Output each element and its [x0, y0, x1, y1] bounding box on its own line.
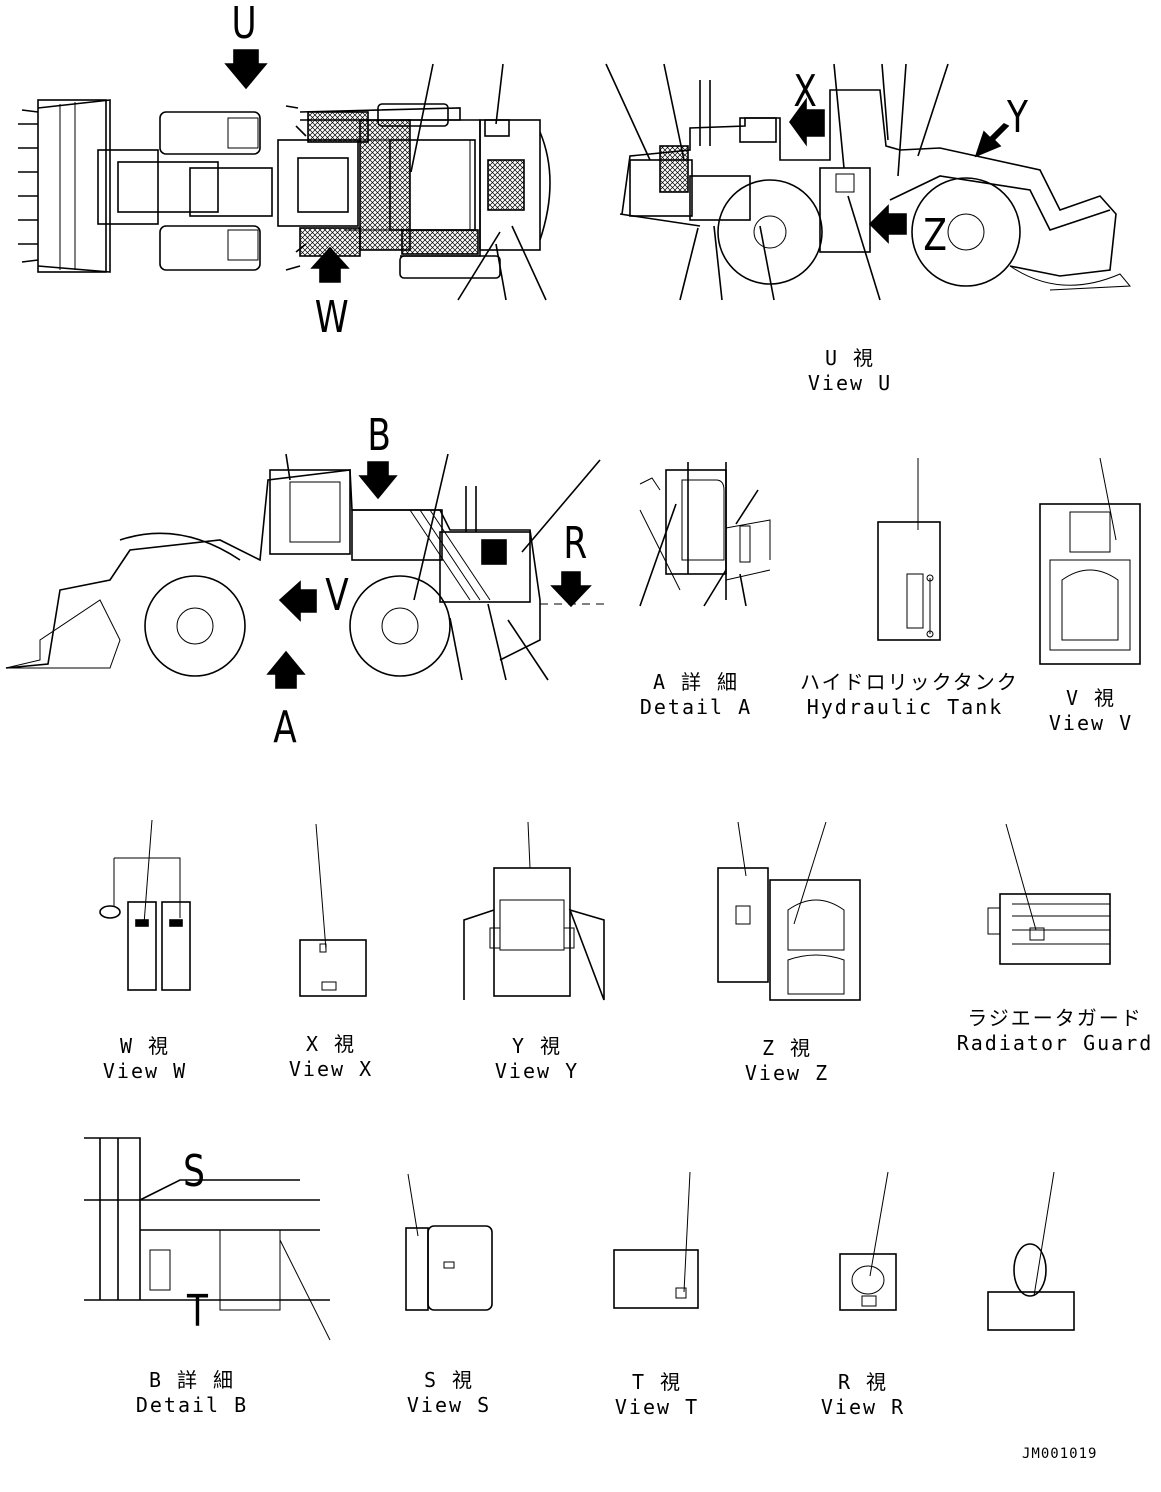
detail-b-drawing	[84, 1137, 331, 1341]
view-r-drawing	[839, 1171, 897, 1311]
view-letter-y: Y	[1006, 92, 1028, 143]
caption-radiator-guard-en: Radiator Guard	[956, 1031, 1154, 1055]
caption-view-t: T 視 View T	[592, 1370, 722, 1420]
view-w-drawing	[99, 819, 191, 991]
caption-detail-a-jp: A 詳 細	[652, 670, 740, 694]
caption-view-v-jp: V 視	[1065, 686, 1117, 710]
caption-view-x-jp: X 視	[305, 1032, 357, 1056]
view-v-drawing	[1039, 457, 1141, 665]
caption-radiator-guard-jp: ラジエータガード	[967, 1006, 1143, 1030]
radiator-guard-drawing	[987, 823, 1111, 965]
caption-view-v: V 視 View V	[1026, 686, 1156, 736]
caption-view-z: Z 視 View Z	[722, 1036, 852, 1086]
caption-view-v-en: View V	[1048, 711, 1134, 735]
caption-view-w-en: View W	[102, 1059, 188, 1083]
caption-view-x-en: View X	[288, 1057, 374, 1081]
caption-view-s: S 視 View S	[384, 1368, 514, 1418]
caption-view-y-en: View Y	[494, 1059, 580, 1083]
tag-drawing	[987, 1171, 1075, 1331]
caption-view-y-jp: Y 視	[511, 1034, 563, 1058]
top-view-loader	[18, 49, 551, 301]
caption-view-r: R 視 View R	[798, 1370, 928, 1420]
left-side-view	[5, 453, 604, 689]
caption-view-r-jp: R 視	[837, 1370, 889, 1394]
caption-view-u-jp: U 視	[824, 346, 876, 370]
caption-radiator-guard: ラジエータガード Radiator Guard	[950, 1006, 1160, 1056]
caption-view-r-en: View R	[820, 1395, 906, 1419]
caption-view-y: Y 視 View Y	[472, 1034, 602, 1084]
view-letter-v: V	[325, 570, 349, 621]
caption-view-w-jp: W 視	[119, 1034, 171, 1058]
view-t-drawing	[613, 1171, 699, 1309]
view-x-drawing	[299, 823, 367, 997]
caption-view-w: W 視 View W	[80, 1034, 210, 1084]
caption-view-u-en: View U	[807, 371, 893, 395]
detail-a-drawing	[639, 462, 771, 607]
view-letter-u: U	[231, 0, 257, 49]
caption-detail-a: A 詳 細 Detail A	[626, 670, 766, 720]
caption-detail-b-en: Detail B	[135, 1393, 249, 1417]
view-letter-s: S	[183, 1146, 205, 1197]
caption-view-t-jp: T 視	[631, 1370, 683, 1394]
caption-detail-a-en: Detail A	[639, 695, 753, 719]
caption-view-z-en: View Z	[744, 1061, 830, 1085]
caption-hydraulic-tank-en: Hydraulic Tank	[806, 695, 1004, 719]
caption-hydraulic-tank-jp: ハイドロリックタンク	[800, 670, 1019, 694]
view-z-drawing	[717, 821, 861, 1001]
caption-hydraulic-tank: ハイドロリックタンク Hydraulic Tank	[800, 670, 1019, 720]
view-letter-r: R	[563, 518, 588, 569]
top-right-side-view	[605, 63, 1132, 301]
hydraulic-tank-drawing	[877, 458, 941, 641]
caption-detail-b: B 詳 細 Detail B	[122, 1368, 262, 1418]
caption-detail-b-jp: B 詳 細	[148, 1368, 236, 1392]
view-y-drawing	[463, 821, 605, 1001]
caption-view-x: X 視 View X	[266, 1032, 396, 1082]
drawing-code: JM001019	[1022, 1446, 1098, 1462]
view-letter-z: Z	[923, 210, 947, 261]
view-s-drawing	[405, 1173, 493, 1311]
caption-view-s-en: View S	[406, 1393, 492, 1417]
caption-view-s-jp: S 視	[423, 1368, 475, 1392]
view-letter-b: B	[367, 410, 391, 461]
view-letter-x: X	[793, 66, 817, 117]
view-letter-t: T	[186, 1286, 208, 1337]
view-letter-w: W	[314, 292, 349, 343]
view-letter-a: A	[273, 702, 297, 753]
caption-view-z-jp: Z 視	[761, 1036, 813, 1060]
caption-view-t-en: View T	[614, 1395, 700, 1419]
caption-view-u: U 視 View U	[780, 346, 920, 396]
